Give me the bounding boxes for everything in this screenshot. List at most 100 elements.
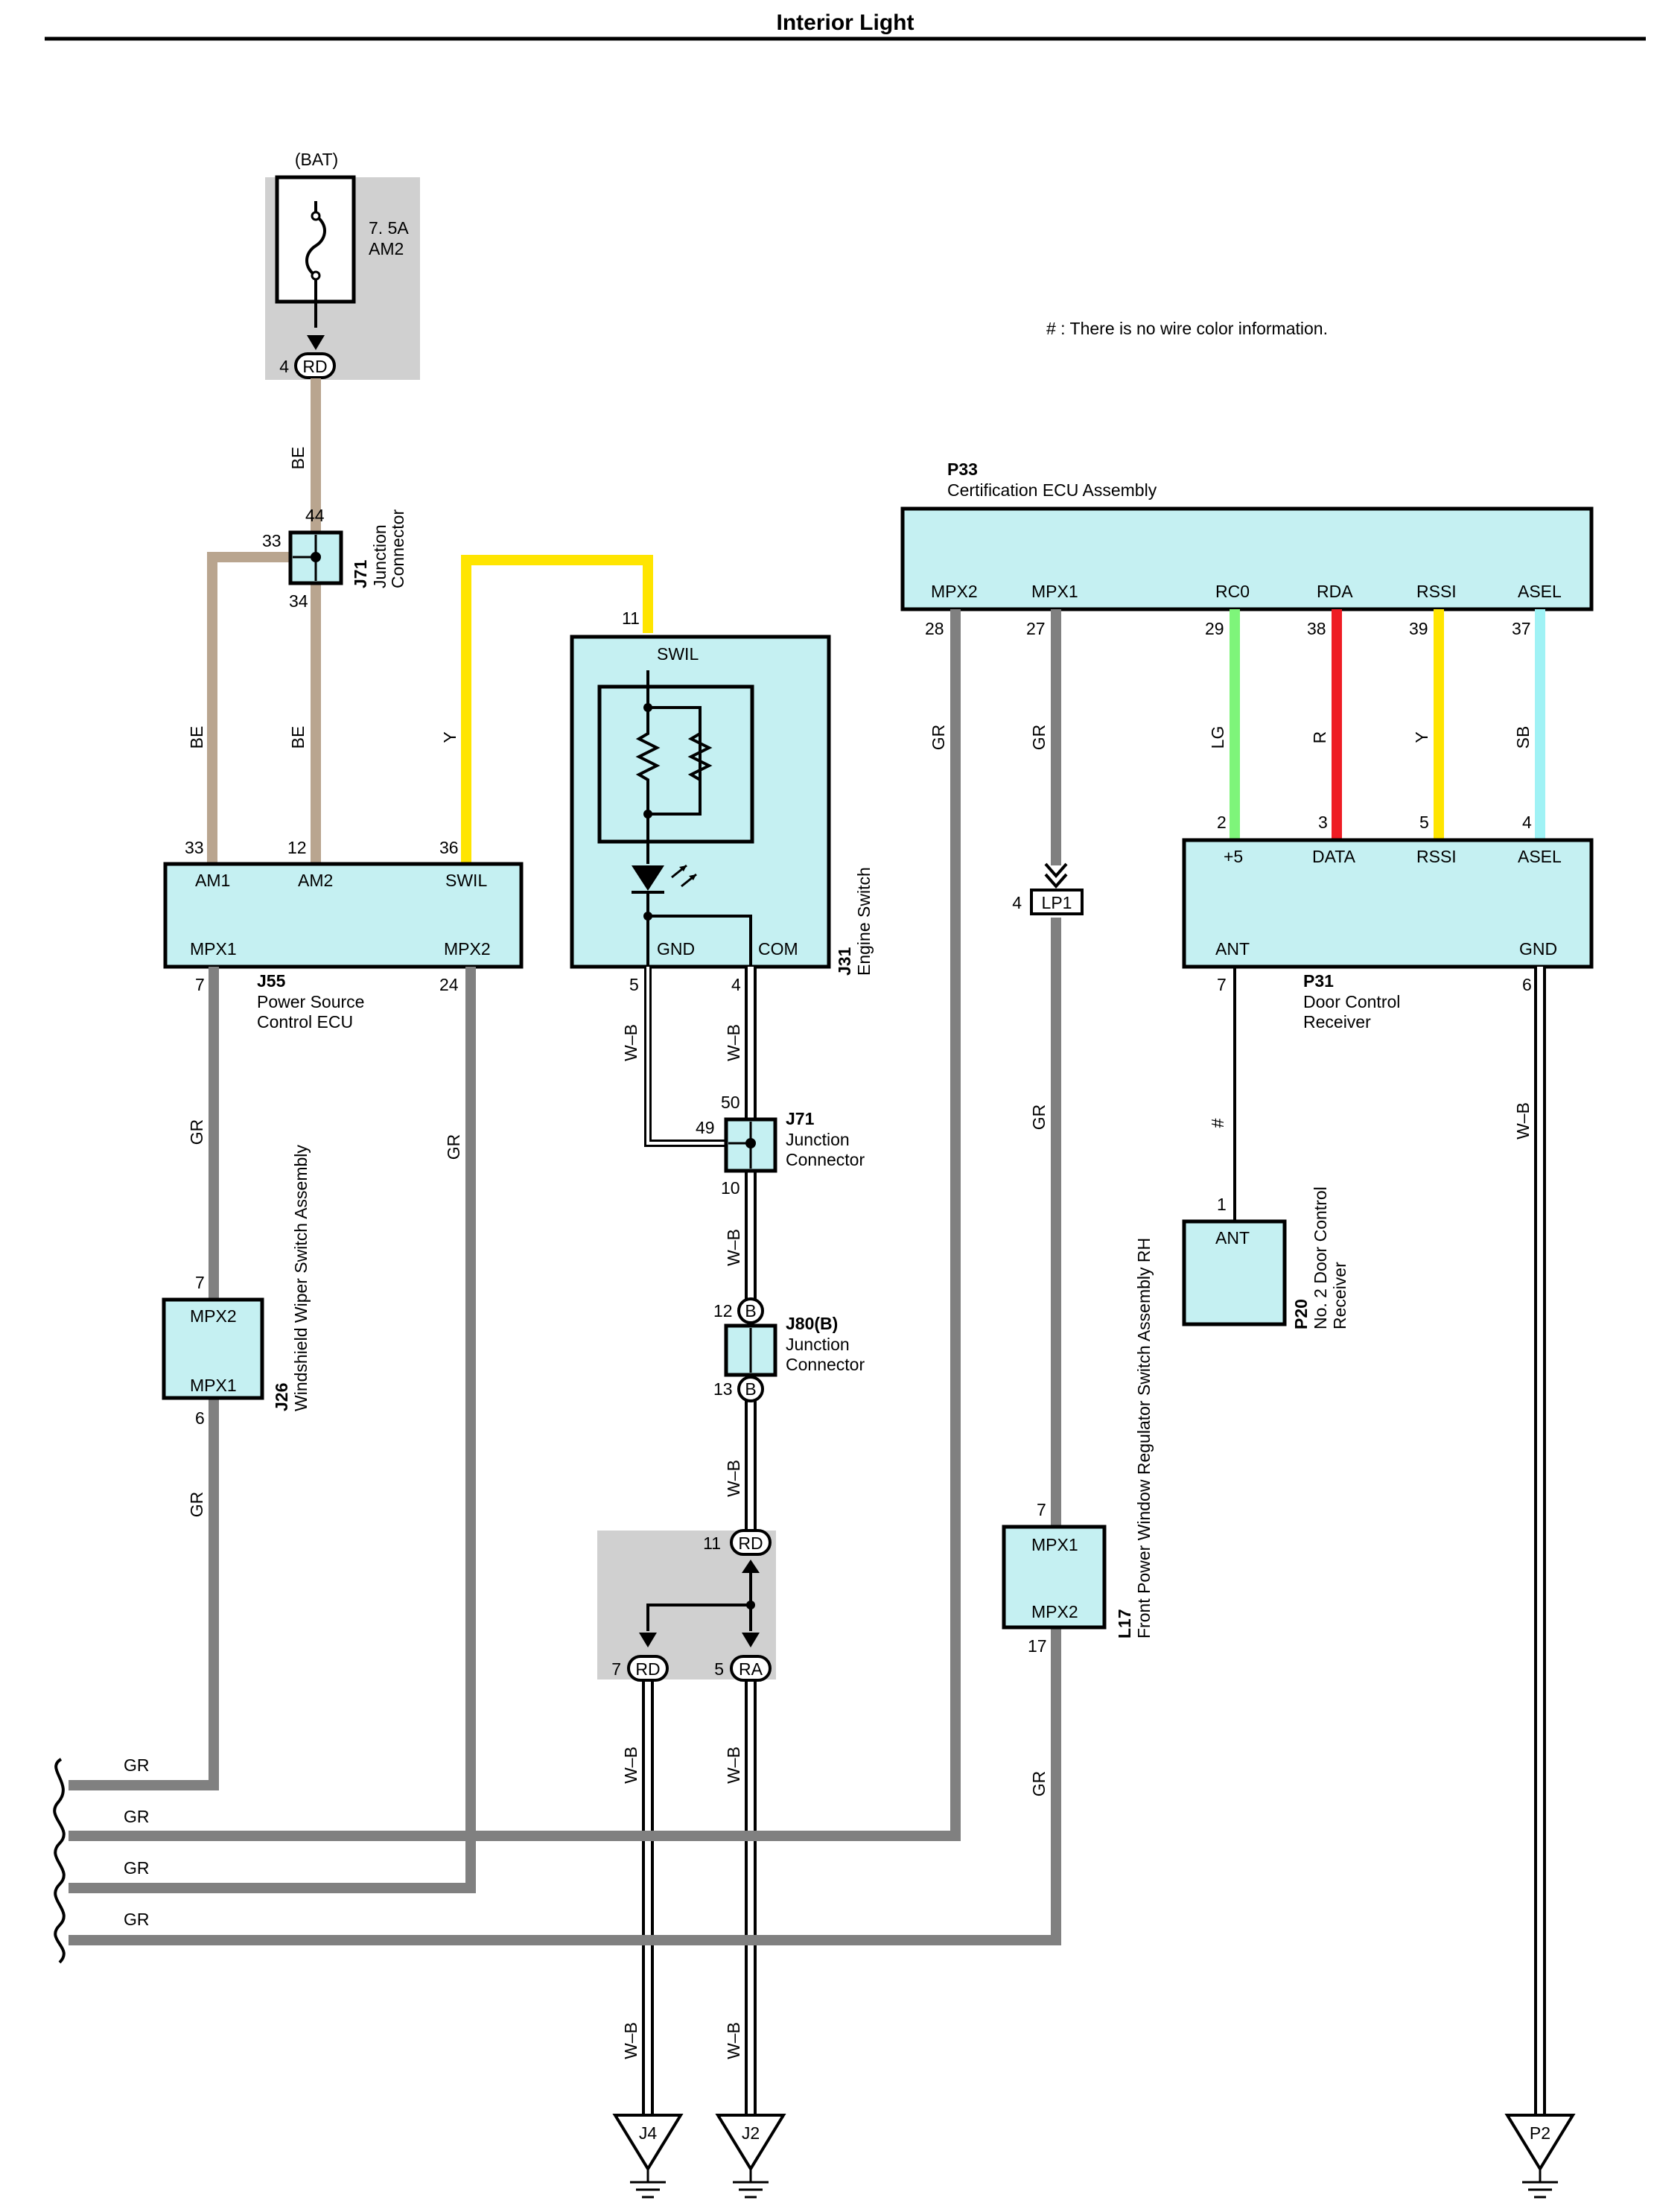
pin-number: 33 [262, 531, 282, 550]
component-name: Connector [388, 509, 407, 588]
terminal-label: ANT [1215, 939, 1250, 959]
pin-number: 7 [195, 1273, 205, 1292]
wire-label-gr: GR [444, 1134, 463, 1160]
pin-number: 4 [279, 357, 289, 376]
resistor-icon [687, 732, 713, 781]
terminal-label: MPX2 [444, 939, 491, 959]
bat-label: (BAT) [295, 150, 338, 169]
connector-code: RD [302, 357, 327, 376]
component-name: Power Source [257, 992, 364, 1011]
pin-number: 11 [622, 608, 640, 628]
wire-label-wb: W–B [724, 1747, 743, 1784]
pin-number: 4 [1522, 813, 1532, 832]
component-name: Junction [786, 1335, 850, 1354]
ground-triangle-icon [715, 2114, 786, 2172]
pin-number: 7 [1217, 975, 1227, 994]
terminal-label: RC0 [1215, 582, 1250, 601]
splice-dot [643, 810, 652, 819]
ground-label: J4 [639, 2123, 658, 2143]
connector-code: B [745, 1379, 756, 1399]
pin-number: 5 [714, 1659, 724, 1679]
pin-number: 49 [696, 1118, 715, 1137]
wire-label-be: BE [288, 447, 308, 470]
ground-triangle-icon [1504, 2114, 1576, 2172]
wire-gr [69, 967, 476, 1893]
splice-dot [745, 1138, 756, 1148]
pin-number: 6 [1522, 975, 1532, 994]
ground-j4: J4 [612, 2114, 684, 2199]
pin-number: 37 [1512, 619, 1531, 638]
terminal-label: MPX2 [1031, 1602, 1078, 1621]
ground-label: P2 [1530, 2123, 1550, 2143]
wire-label-gr: GR [1029, 725, 1049, 751]
wire-break-icon [53, 1758, 66, 1964]
pin-number: 2 [1217, 813, 1227, 832]
wire-label-y: Y [1412, 731, 1431, 743]
pin-number: 4 [731, 975, 741, 994]
connector-oval [737, 1297, 764, 1324]
pin-number: 5 [1419, 813, 1429, 832]
component-name: Junction [370, 524, 389, 588]
connector-code: LP1 [1042, 893, 1072, 912]
wire-label-gr: GR [929, 725, 948, 751]
wire-label-wb: W–B [724, 2022, 743, 2059]
pin-number: 13 [713, 1379, 733, 1399]
component-name: Control ECU [257, 1012, 353, 1032]
pin-number: 36 [439, 838, 459, 857]
component-id: P20 [1291, 1299, 1311, 1329]
connector-oval [737, 1376, 764, 1402]
splice-dot [746, 1601, 755, 1609]
pin-number: 3 [1318, 813, 1328, 832]
arrow-icon [742, 1560, 760, 1573]
terminal-label: +5 [1224, 847, 1243, 866]
connector-code: RD [738, 1534, 763, 1553]
wire-label-sb: SB [1513, 726, 1533, 749]
component-id: L17 [1115, 1609, 1134, 1639]
wire-label-wb: W–B [724, 1229, 743, 1266]
terminal-label: COM [758, 939, 798, 959]
light-emission-icon [679, 865, 687, 871]
connector-oval [294, 352, 336, 379]
connector-oval [627, 1655, 669, 1682]
p31-door-control-receiver [1182, 838, 1594, 969]
wire-y [461, 555, 653, 864]
pin-number: 17 [1028, 1636, 1047, 1656]
wire-label-wb: W–B [724, 1460, 743, 1497]
ground-j2: J2 [715, 2114, 786, 2199]
pin-number: 38 [1307, 619, 1326, 638]
component-id: J31 [835, 947, 854, 976]
terminal-label: MPX2 [931, 582, 978, 601]
component-name: Receiver [1330, 1262, 1349, 1329]
connector-code: RA [739, 1659, 763, 1679]
wire-label-be: BE [187, 726, 206, 749]
ground-triangle-icon [612, 2114, 684, 2172]
pin-number: 29 [1205, 619, 1224, 638]
ground-label: J2 [742, 2123, 760, 2143]
pin-number: 24 [439, 975, 459, 994]
wire-label-wb: W–B [621, 1747, 640, 1784]
wire-label-wb: W–B [621, 2022, 640, 2059]
pin-number: 50 [721, 1093, 740, 1112]
fuse-terminal-icon [311, 270, 321, 281]
p20-door-control-receiver [1182, 1219, 1287, 1326]
page-title: Interior Light [777, 10, 915, 35]
p33-certification-ecu [900, 506, 1594, 611]
wire-gr [69, 1398, 219, 1790]
component-name: Junction [786, 1130, 850, 1149]
pin-number: 27 [1026, 619, 1046, 638]
wire-color-note: # : There is no wire color information. [1046, 319, 1328, 338]
fuse-icon [305, 201, 326, 328]
component-name: No. 2 Door Control [1311, 1186, 1330, 1329]
wire-label-gr: GR [1029, 1105, 1049, 1131]
wire-wb [646, 967, 726, 1145]
pin-number: 12 [287, 838, 307, 857]
pin-number: 12 [713, 1301, 733, 1320]
wire-label-gr: GR [124, 1807, 150, 1826]
terminal-label: GND [1519, 939, 1557, 959]
pin-number: 5 [629, 975, 639, 994]
pin-number: 1 [1217, 1195, 1227, 1214]
pin-number: 28 [925, 619, 944, 638]
pin-number: 11 [703, 1534, 721, 1553]
wire-be [207, 552, 316, 864]
